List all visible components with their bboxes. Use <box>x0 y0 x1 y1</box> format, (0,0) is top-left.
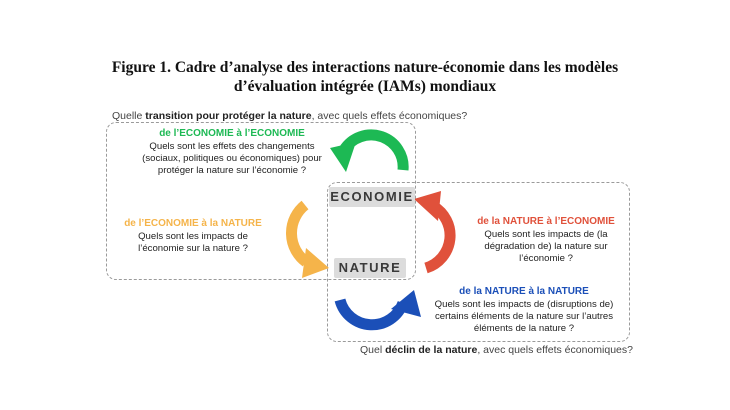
flow-heading: de l’ECONOMIE à la NATURE <box>124 218 262 229</box>
transition-box <box>106 122 416 280</box>
arrow-economie-economie <box>330 129 409 172</box>
flow-text: Quels sont les effets des changements (s… <box>142 141 322 176</box>
flow-text: Quels sont les impacts de (la dégradatio… <box>484 229 608 264</box>
figure-title: Figure 1. Cadre d’analyse des interactio… <box>0 58 730 96</box>
node-nature: NATURE <box>334 258 406 278</box>
flow-label-economie-nature: de l’ECONOMIE à la NATURE Quels sont les… <box>118 218 268 255</box>
flow-label-nature-economie: de la NATURE à l’ECONOMIE Quels sont les… <box>462 216 630 265</box>
node-economie: ECONOMIE <box>329 187 415 207</box>
flow-heading: de la NATURE à la NATURE <box>459 286 589 297</box>
flow-label-economie-economie: de l’ECONOMIE à l’ECONOMIE Quels sont le… <box>132 128 332 177</box>
decline-box <box>327 182 630 342</box>
arrow-nature-economie <box>414 191 456 274</box>
bottom-question-emphasis: déclin de la nature <box>385 344 478 356</box>
figure-title-line2: d’évaluation intégrée (IAMs) mondiaux <box>233 78 497 95</box>
figure-title-line1: Figure 1. Cadre d’analyse des interactio… <box>111 59 619 76</box>
bottom-question: Quel déclin de la nature, avec quels eff… <box>360 344 633 356</box>
flow-heading: de la NATURE à l’ECONOMIE <box>477 216 615 227</box>
flow-text: Quels sont les impacts de l’économie sur… <box>138 231 248 254</box>
flow-heading: de l’ECONOMIE à l’ECONOMIE <box>159 128 305 139</box>
top-question: Quelle transition pour protéger la natur… <box>112 110 468 122</box>
flow-text: Quels sont les impacts de (disruptions d… <box>434 299 614 334</box>
top-question-emphasis: transition pour protéger la nature <box>145 110 312 122</box>
arrow-economie-nature <box>285 200 329 278</box>
flow-label-nature-nature: de la NATURE à la NATURE Quels sont les … <box>424 286 624 335</box>
arrow-nature-nature <box>334 290 421 331</box>
